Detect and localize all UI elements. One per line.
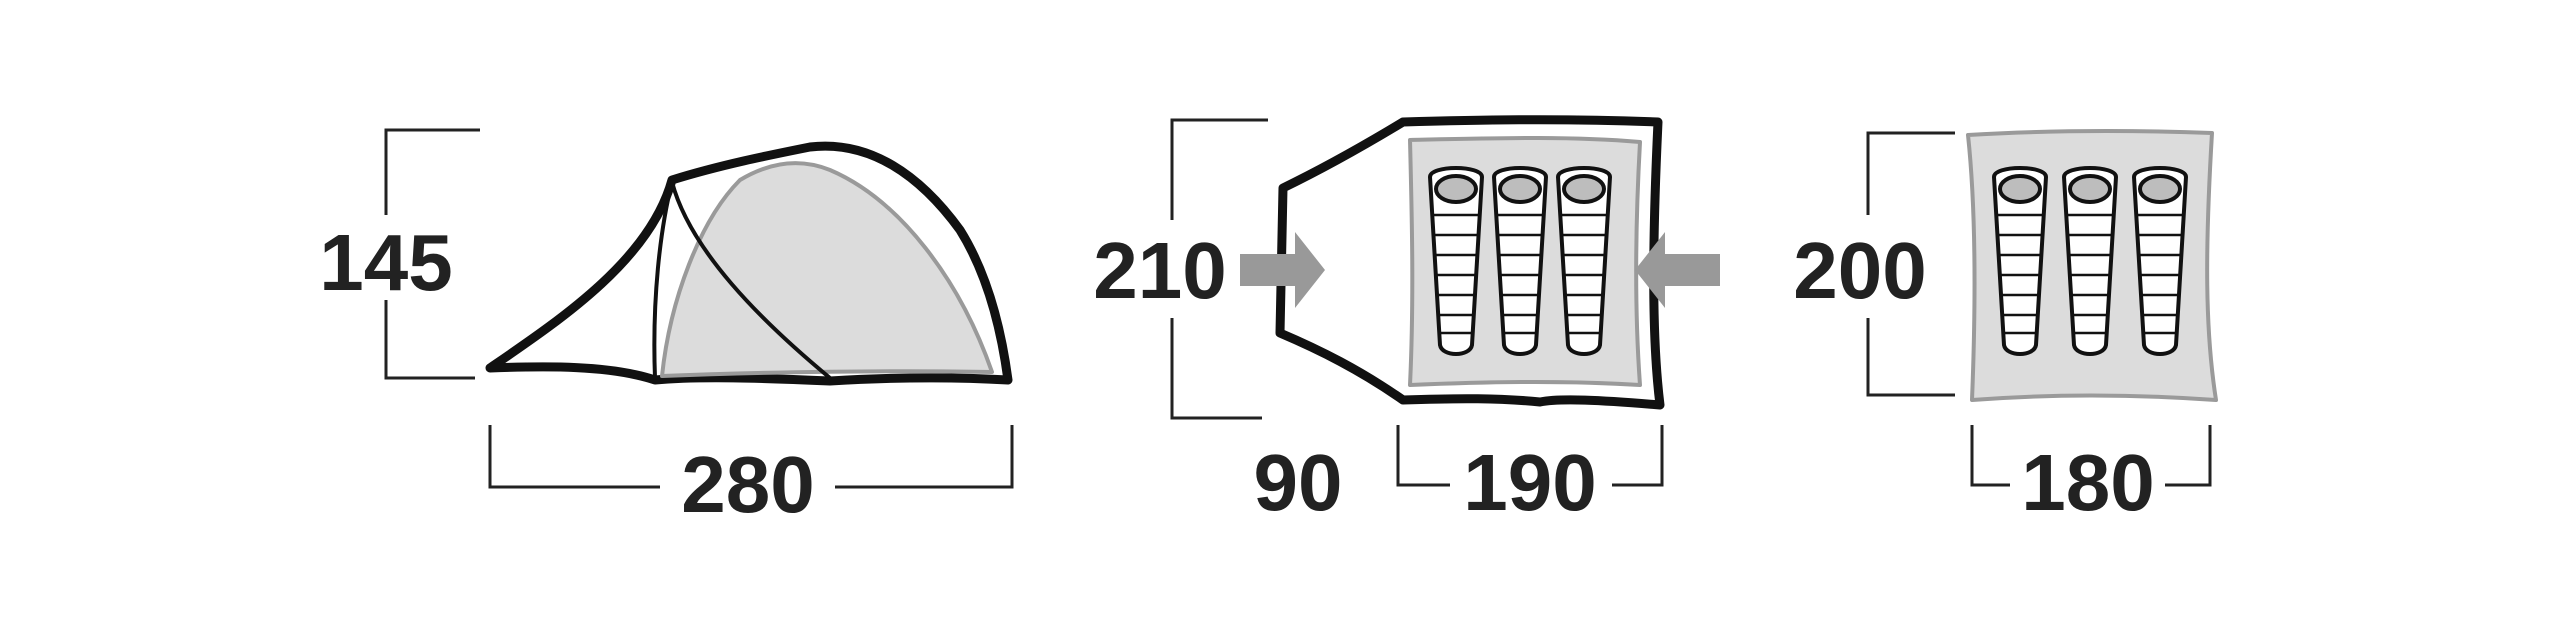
inner-width-bracket-top (1866, 131, 1955, 215)
side-vestibule-seam (670, 180, 832, 380)
floor-plan: 210 90 190 (1093, 115, 1720, 527)
height-bracket-bottom (384, 300, 475, 380)
floor-vestibule-label: 90 (1254, 438, 1343, 527)
floor-length-bracket-left (1396, 425, 1450, 487)
sleeping-bag (1491, 166, 1549, 356)
height-bracket-top (384, 128, 480, 215)
floor-width-bracket-top (1170, 118, 1268, 220)
sleeping-bag (1427, 166, 1485, 356)
floor-entrance-arrow-left (1240, 232, 1325, 308)
inner-tent: 200 180 (1793, 128, 2218, 527)
floor-sleeping-bags (1427, 166, 1613, 356)
inner-sleeping-bags (1991, 166, 2189, 356)
sleeping-bag (2061, 166, 2119, 356)
sleeping-bag (1991, 166, 2049, 356)
floor-entrance-arrow-right (1635, 232, 1720, 308)
sleeping-bag (1555, 166, 1613, 356)
side-view: 145 280 (319, 128, 1014, 529)
floor-inner-length-label: 190 (1463, 438, 1596, 527)
inner-length-label: 180 (2021, 438, 2154, 527)
side-door-pole (652, 180, 674, 380)
floor-length-bracket-right (1612, 425, 1664, 487)
inner-length-bracket-left (1970, 425, 2010, 487)
side-height-label: 145 (319, 218, 452, 307)
floor-width-bracket-bottom (1170, 318, 1262, 420)
inner-width-bracket-bottom (1866, 318, 1955, 397)
inner-width-label: 200 (1793, 226, 1926, 315)
sleeping-bag (2131, 166, 2189, 356)
length-bracket-left (488, 425, 660, 489)
side-inner-tent (660, 161, 994, 378)
inner-length-bracket-right (2165, 425, 2212, 487)
floor-width-label: 210 (1093, 226, 1226, 315)
side-length-label: 280 (681, 440, 814, 529)
length-bracket-right (835, 425, 1014, 489)
